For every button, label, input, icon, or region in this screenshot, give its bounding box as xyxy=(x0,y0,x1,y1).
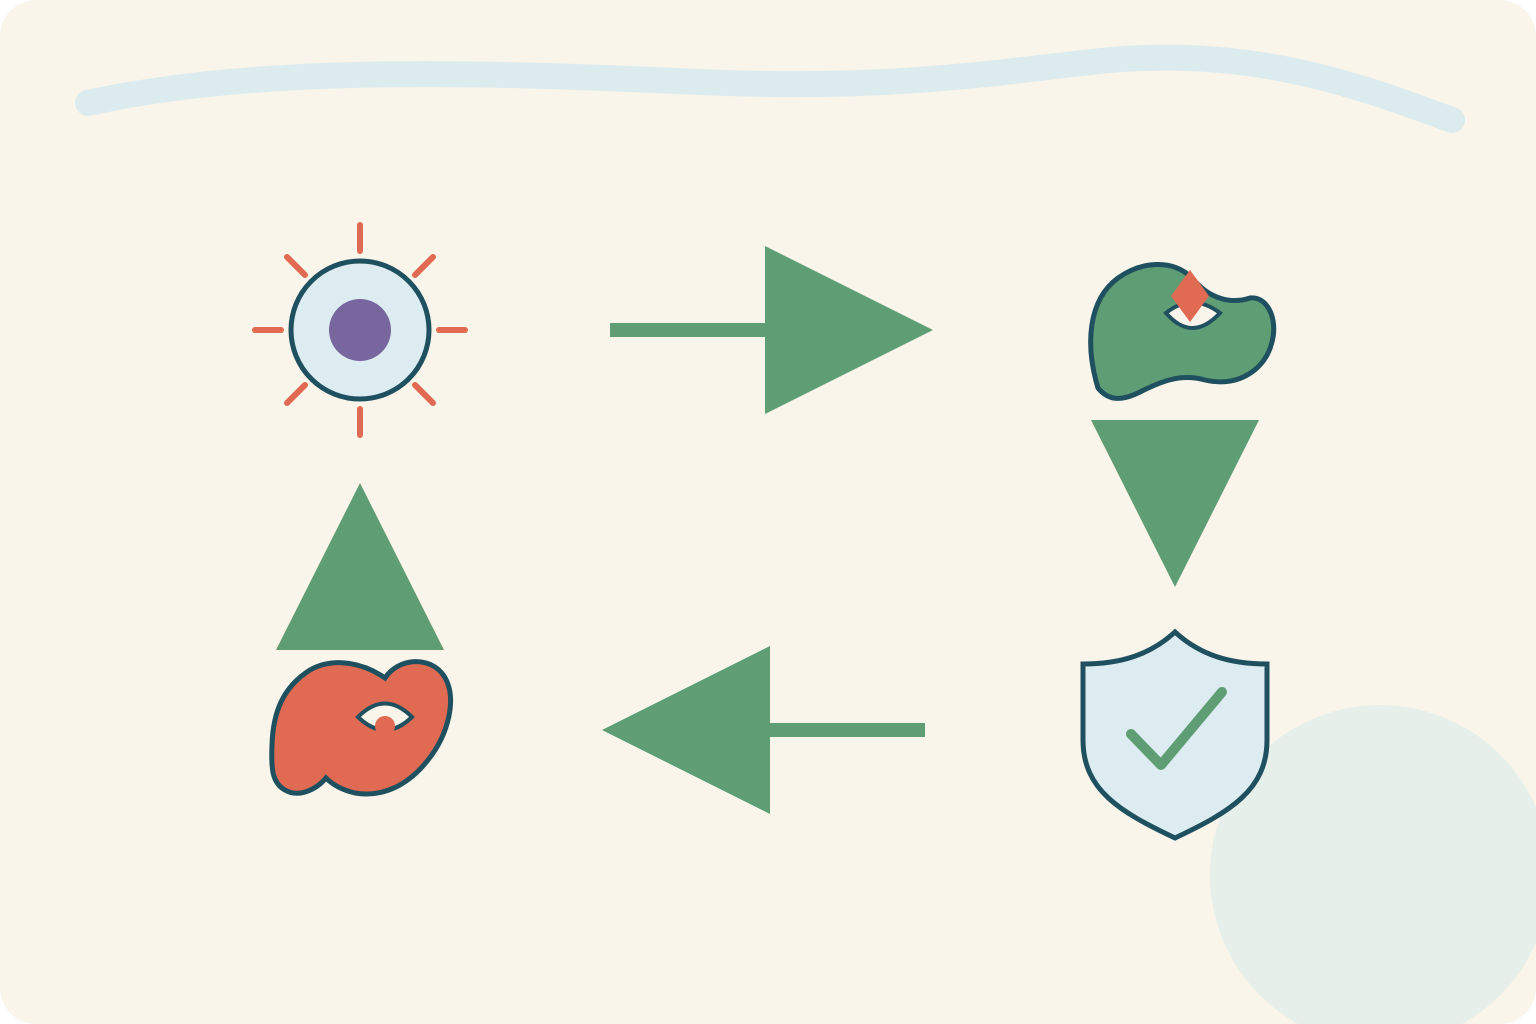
red-cell-with-eye-icon xyxy=(269,659,453,797)
decorative-circle xyxy=(1210,705,1536,1024)
arrow-left-icon xyxy=(602,646,925,814)
arrow-down-icon xyxy=(1091,420,1259,587)
arrow-up-icon xyxy=(276,483,444,650)
shield-check-icon xyxy=(1080,628,1270,841)
green-cell-with-eye-icon xyxy=(1088,262,1277,401)
decorative-squiggle xyxy=(75,44,1465,133)
arrow-right-icon xyxy=(610,246,933,414)
sun-cell-icon xyxy=(252,222,468,438)
